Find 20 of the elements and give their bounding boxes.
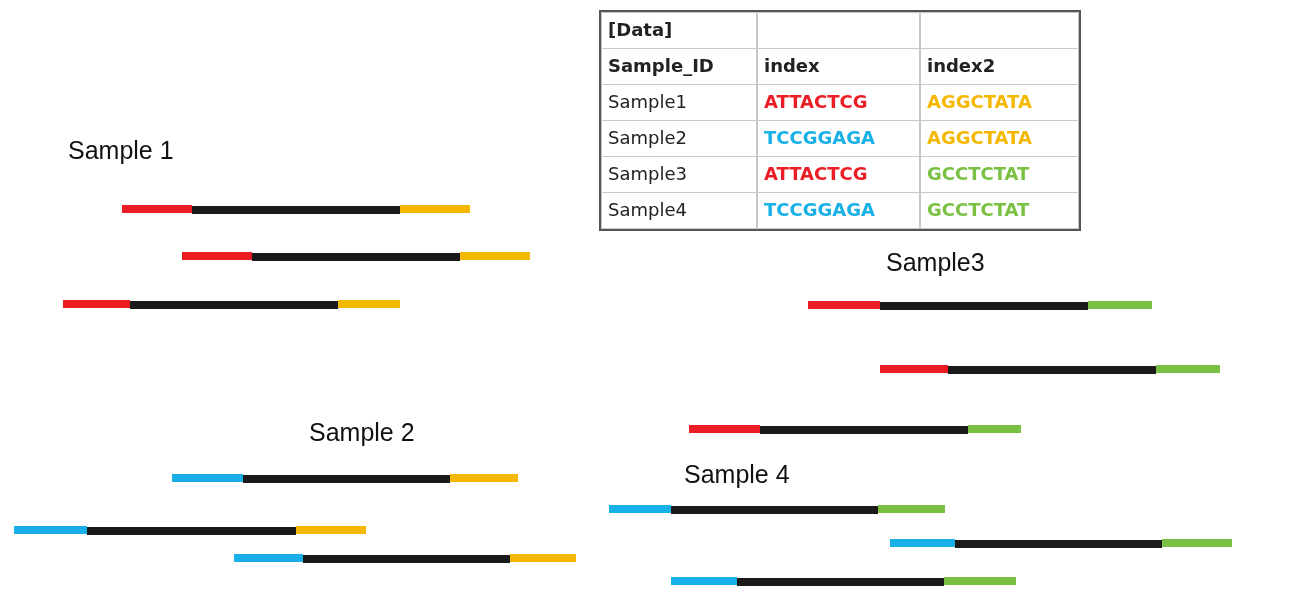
index-sequence: GCCTCTAT xyxy=(927,163,1030,184)
index-sequence: TCCGGAGA xyxy=(764,199,875,220)
index-sequence: TCCGGAGA xyxy=(764,127,875,148)
sample-id: Sample2 xyxy=(608,127,687,148)
column-header: Sample_ID xyxy=(608,55,714,76)
sample-label: Sample3 xyxy=(886,248,985,277)
sample-label: Sample 2 xyxy=(309,418,415,447)
sample-id: Sample3 xyxy=(608,163,687,184)
sample-label: Sample 1 xyxy=(68,136,174,165)
sample-label: Sample 4 xyxy=(684,460,790,489)
index-sequence: AGGCTATA xyxy=(927,127,1032,148)
index-sequence: ATTACTCG xyxy=(764,91,868,112)
sample-id: Sample4 xyxy=(608,199,687,220)
index-sequence: AGGCTATA xyxy=(927,91,1032,112)
column-header: index2 xyxy=(927,55,996,76)
sample-id: Sample1 xyxy=(608,91,687,112)
index-sequence: GCCTCTAT xyxy=(927,199,1030,220)
index-sequence: ATTACTCG xyxy=(764,163,868,184)
table-title: [Data] xyxy=(608,19,673,40)
column-header: index xyxy=(764,55,820,76)
